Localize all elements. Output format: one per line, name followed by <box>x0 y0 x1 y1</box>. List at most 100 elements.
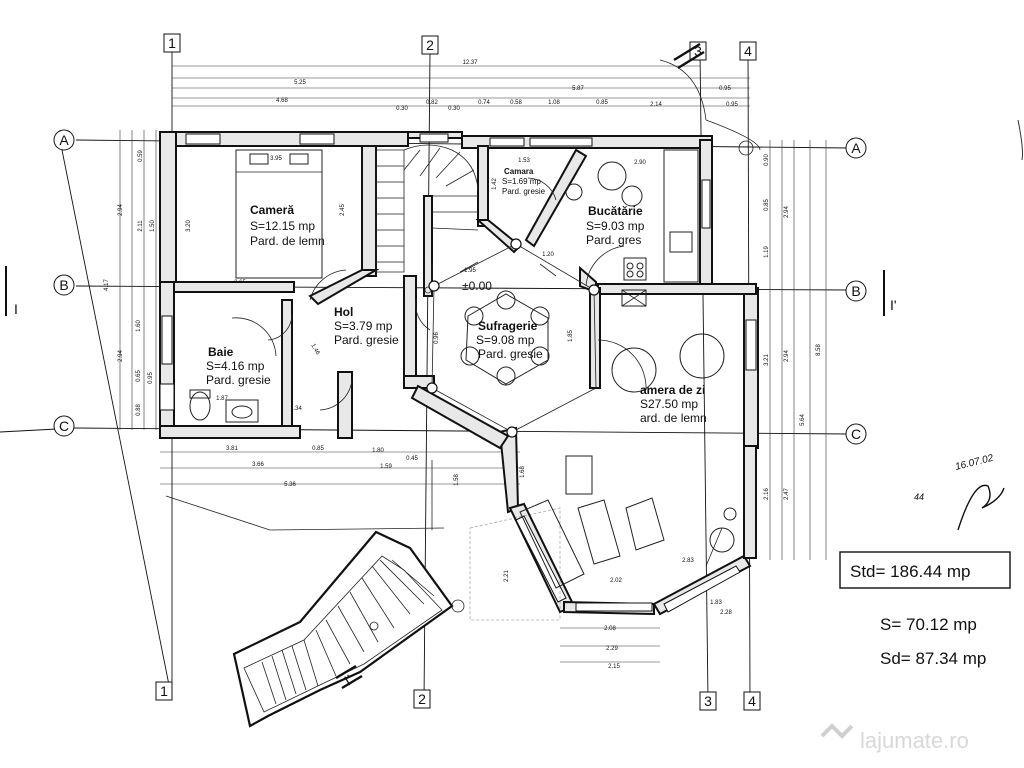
svg-text:Sd= 87.34 mp: Sd= 87.34 mp <box>880 649 986 668</box>
svg-text:I': I' <box>890 297 897 313</box>
svg-text:1.46: 1.46 <box>309 343 320 357</box>
dining-table <box>460 290 550 386</box>
axis-label-b-left: B <box>53 274 75 296</box>
svg-text:1.60: 1.60 <box>136 320 142 332</box>
svg-text:1.87: 1.87 <box>216 396 228 402</box>
svg-text:2.94: 2.94 <box>118 204 124 216</box>
svg-text:0.30: 0.30 <box>396 106 408 112</box>
svg-text:S= 70.12 mp: S= 70.12 mp <box>880 615 977 634</box>
svg-text:3.21: 3.21 <box>764 354 770 366</box>
svg-text:2.83: 2.83 <box>682 558 694 564</box>
svg-text:Bucătărie: Bucătărie <box>588 204 643 218</box>
svg-text:1.50: 1.50 <box>150 220 156 232</box>
svg-text:Pard. de lemn: Pard. de lemn <box>250 234 325 248</box>
axis-label-1-bottom: 1 <box>155 681 173 701</box>
svg-text:2.94: 2.94 <box>118 350 124 362</box>
svg-text:Pard. gresie: Pard. gresie <box>334 333 399 347</box>
dims-right: 0.90 0.85 2.94 3.21 2.94 5.64 8.58 2.47 … <box>764 154 822 500</box>
svg-text:0.95: 0.95 <box>726 102 738 108</box>
svg-text:S=1.69 mp: S=1.69 mp <box>502 177 541 186</box>
svg-text:2.15: 2.15 <box>608 664 620 670</box>
svg-text:lajumate.ro: lajumate.ro <box>860 728 969 753</box>
axis-label-a-right: A <box>845 137 867 159</box>
section-mark-left: I <box>5 266 18 317</box>
svg-text:0.85: 0.85 <box>596 100 608 106</box>
dims-bottom: 3.81 0.85 1.80 0.45 3.66 1.59 5.36 2.02 … <box>226 446 732 670</box>
svg-text:1.80: 1.80 <box>372 448 384 454</box>
svg-text:Pard. gresie: Pard. gresie <box>502 187 546 196</box>
svg-text:S=9.03 mp: S=9.03 mp <box>586 219 645 233</box>
axis-label-a-left: A <box>53 129 75 151</box>
svg-text:0.96: 0.96 <box>434 332 440 344</box>
interior-staircase <box>375 144 479 296</box>
room-label-camera: Cameră S=12.15 mp Pard. de lemn <box>250 203 325 248</box>
svg-text:Pard. gresie: Pard. gresie <box>478 347 543 361</box>
svg-text:1: 1 <box>168 35 176 51</box>
svg-text:2.21: 2.21 <box>504 570 510 582</box>
svg-text:2.08: 2.08 <box>604 626 616 632</box>
room-label-camera-de-zi: amera de zi S27.50 mp ard. de lemn <box>640 383 707 425</box>
area-totals: Std= 186.44 mp S= 70.12 mp Sd= 87.34 mp <box>839 551 1011 668</box>
svg-text:S27.50 mp: S27.50 mp <box>640 397 698 411</box>
svg-text:44: 44 <box>914 492 924 502</box>
svg-text:3: 3 <box>694 43 702 59</box>
svg-text:S=12.15 mp: S=12.15 mp <box>250 219 315 233</box>
svg-text:5.36: 5.36 <box>284 482 296 488</box>
svg-text:2: 2 <box>418 691 426 707</box>
svg-text:2.11: 2.11 <box>138 220 144 232</box>
svg-text:B: B <box>851 283 860 299</box>
svg-text:0.88: 0.88 <box>136 404 142 416</box>
svg-text:A: A <box>59 132 69 148</box>
svg-text:1.58: 1.58 <box>454 474 460 486</box>
svg-text:5.64: 5.64 <box>800 414 806 426</box>
misc-annotations <box>165 59 761 621</box>
svg-text:5.87: 5.87 <box>572 86 584 92</box>
svg-text:Std= 186.44 mp: Std= 186.44 mp <box>850 562 971 581</box>
svg-text:±0.00: ±0.00 <box>462 279 492 293</box>
dims-top: 12.37 5.25 5.87 4.68 0.95 0.95 0.30 0.82… <box>276 60 738 112</box>
svg-text:0.45: 0.45 <box>406 456 418 462</box>
axis-label-2-bottom: 2 <box>413 689 431 709</box>
svg-text:1.08: 1.08 <box>548 100 560 106</box>
axis-label-2-top: 2 <box>421 35 439 55</box>
svg-text:3.66: 3.66 <box>252 462 264 468</box>
svg-text:0.82: 0.82 <box>426 100 438 106</box>
axis-label-c-left: C <box>53 415 75 437</box>
svg-text:2.90: 2.90 <box>634 160 646 166</box>
kitchen-fixtures <box>565 149 699 307</box>
svg-text:4: 4 <box>744 43 752 59</box>
dimension-lines <box>119 65 827 663</box>
exterior-staircase: I' <box>232 42 705 728</box>
svg-text:1.68: 1.68 <box>520 466 526 478</box>
svg-text:0.65: 0.65 <box>136 370 142 382</box>
svg-text:3.81: 3.81 <box>226 446 238 452</box>
svg-text:S=3.79 mp: S=3.79 mp <box>334 319 393 333</box>
svg-text:1.34: 1.34 <box>290 406 302 412</box>
svg-text:2.28: 2.28 <box>720 610 732 616</box>
svg-text:3.95: 3.95 <box>270 156 282 162</box>
svg-text:2.45: 2.45 <box>340 204 346 216</box>
svg-text:16.07.02: 16.07.02 <box>954 453 995 473</box>
svg-text:Camara: Camara <box>504 167 534 176</box>
svg-text:0.59: 0.59 <box>138 150 144 162</box>
watermark: lajumate.ro <box>820 723 969 753</box>
room-label-sufragerie: Sufragerie S=9.08 mp Pard. gresie <box>476 319 543 361</box>
svg-text:2.14: 2.14 <box>650 102 662 108</box>
svg-text:4.17: 4.17 <box>104 279 110 291</box>
svg-text:1.19: 1.19 <box>764 246 770 258</box>
windows <box>159 133 757 613</box>
svg-text:3: 3 <box>704 693 712 709</box>
svg-text:Pard. gresie: Pard. gresie <box>206 373 271 387</box>
svg-text:B: B <box>59 277 68 293</box>
bath-fixtures <box>189 317 277 423</box>
svg-text:1.42: 1.42 <box>492 178 498 190</box>
svg-text:amera de zi: amera de zi <box>640 383 705 397</box>
axis-label-c-right: C <box>845 423 867 445</box>
svg-text:C: C <box>851 426 861 442</box>
svg-text:0.90: 0.90 <box>764 154 770 166</box>
svg-text:0.74: 0.74 <box>478 100 490 106</box>
svg-text:1.59: 1.59 <box>380 464 392 470</box>
svg-text:12.37: 12.37 <box>462 60 478 66</box>
room-label-hol: Hol S=3.79 mp Pard. gresie <box>334 305 399 347</box>
